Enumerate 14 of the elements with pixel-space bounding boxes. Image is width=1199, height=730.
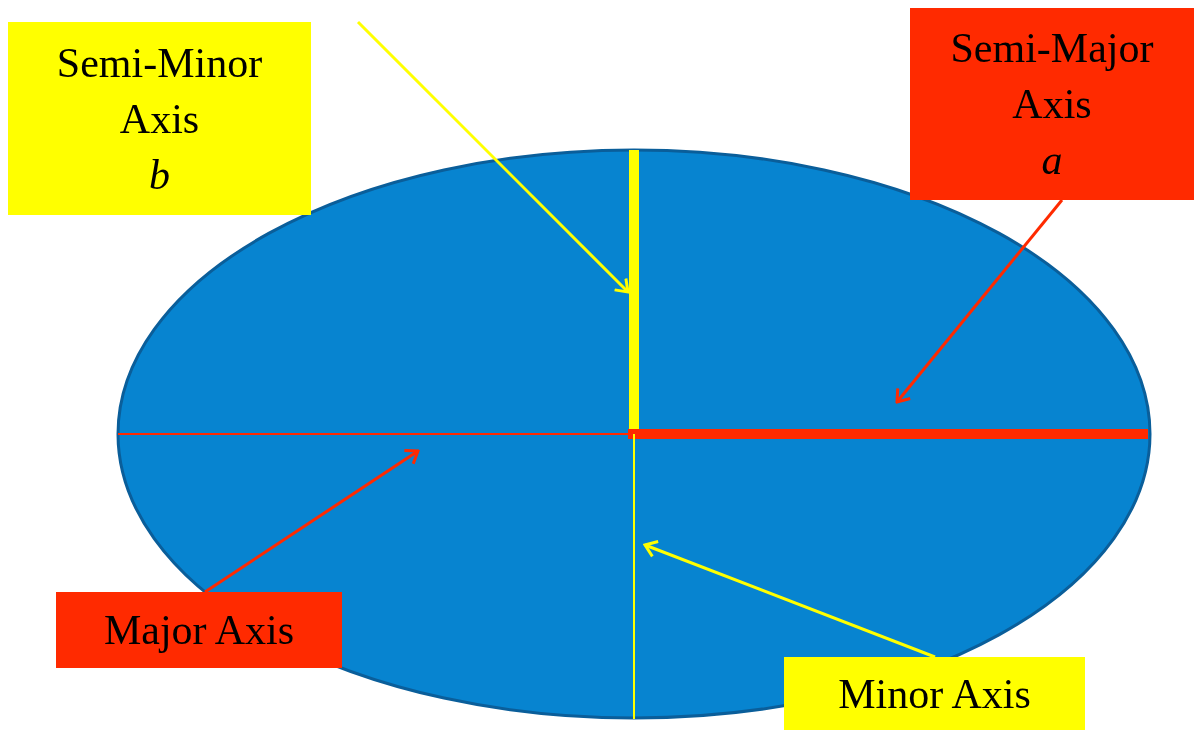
label-box [784, 657, 1085, 730]
axis-label: Semi-Minor Axis b [55, 38, 264, 200]
axis-label: Semi-Major Axis a [949, 24, 1155, 185]
minor-axis-line [633, 433, 635, 720]
leader-line [356, 20, 630, 294]
label-box [910, 8, 1194, 200]
label-box [8, 22, 311, 215]
axis-label: Minor Axis [838, 669, 1031, 719]
semi-major-axis-line [628, 429, 1148, 439]
leader-line [895, 199, 1064, 404]
leader-line [204, 448, 420, 594]
label-box [56, 592, 342, 668]
leader-line [643, 540, 936, 659]
axis-label: Major Axis [103, 606, 295, 655]
